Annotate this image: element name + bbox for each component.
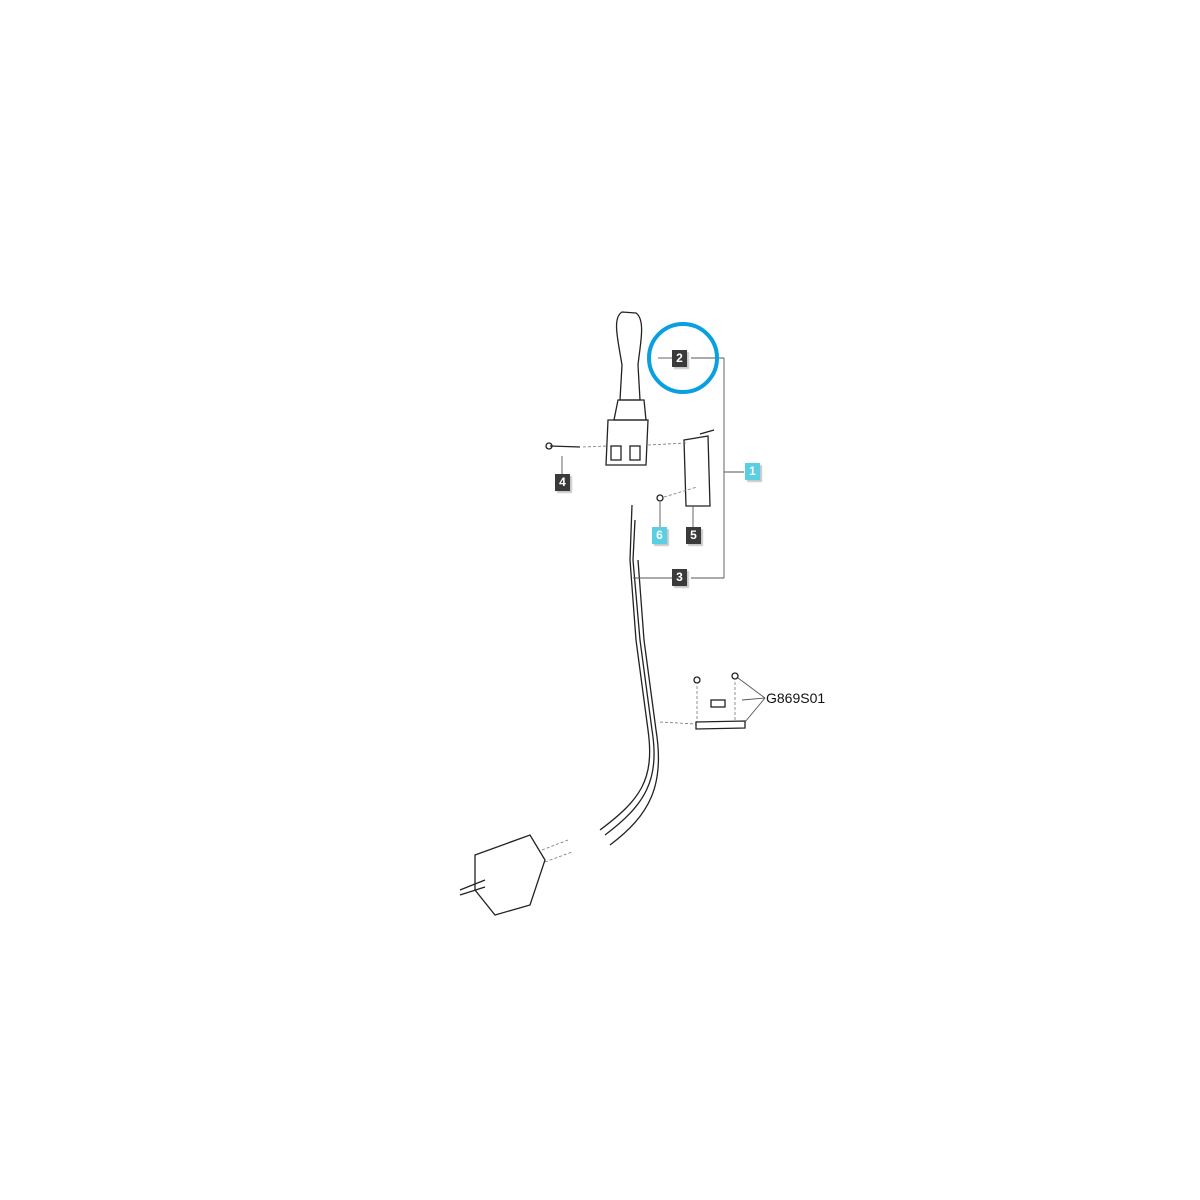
callout-3[interactable]: 3 <box>672 569 687 586</box>
clamp-bracket <box>693 672 746 730</box>
callout-6[interactable]: 6 <box>652 527 667 544</box>
cables <box>599 504 660 846</box>
assembly-lines <box>541 442 736 863</box>
control-valve <box>459 834 546 916</box>
leader-lines <box>561 357 766 723</box>
callout-1[interactable]: 1 <box>745 463 760 480</box>
screw-6 <box>656 494 664 502</box>
bracket-5 <box>683 429 715 507</box>
joystick-lever <box>605 311 649 466</box>
callout-4[interactable]: 4 <box>555 474 570 491</box>
callout-5[interactable]: 5 <box>686 527 701 544</box>
reference-label[interactable]: G869S01 <box>766 690 826 706</box>
selection-circle <box>647 322 719 394</box>
bolt-4 <box>545 442 581 450</box>
callout-2[interactable]: 2 <box>672 350 687 367</box>
